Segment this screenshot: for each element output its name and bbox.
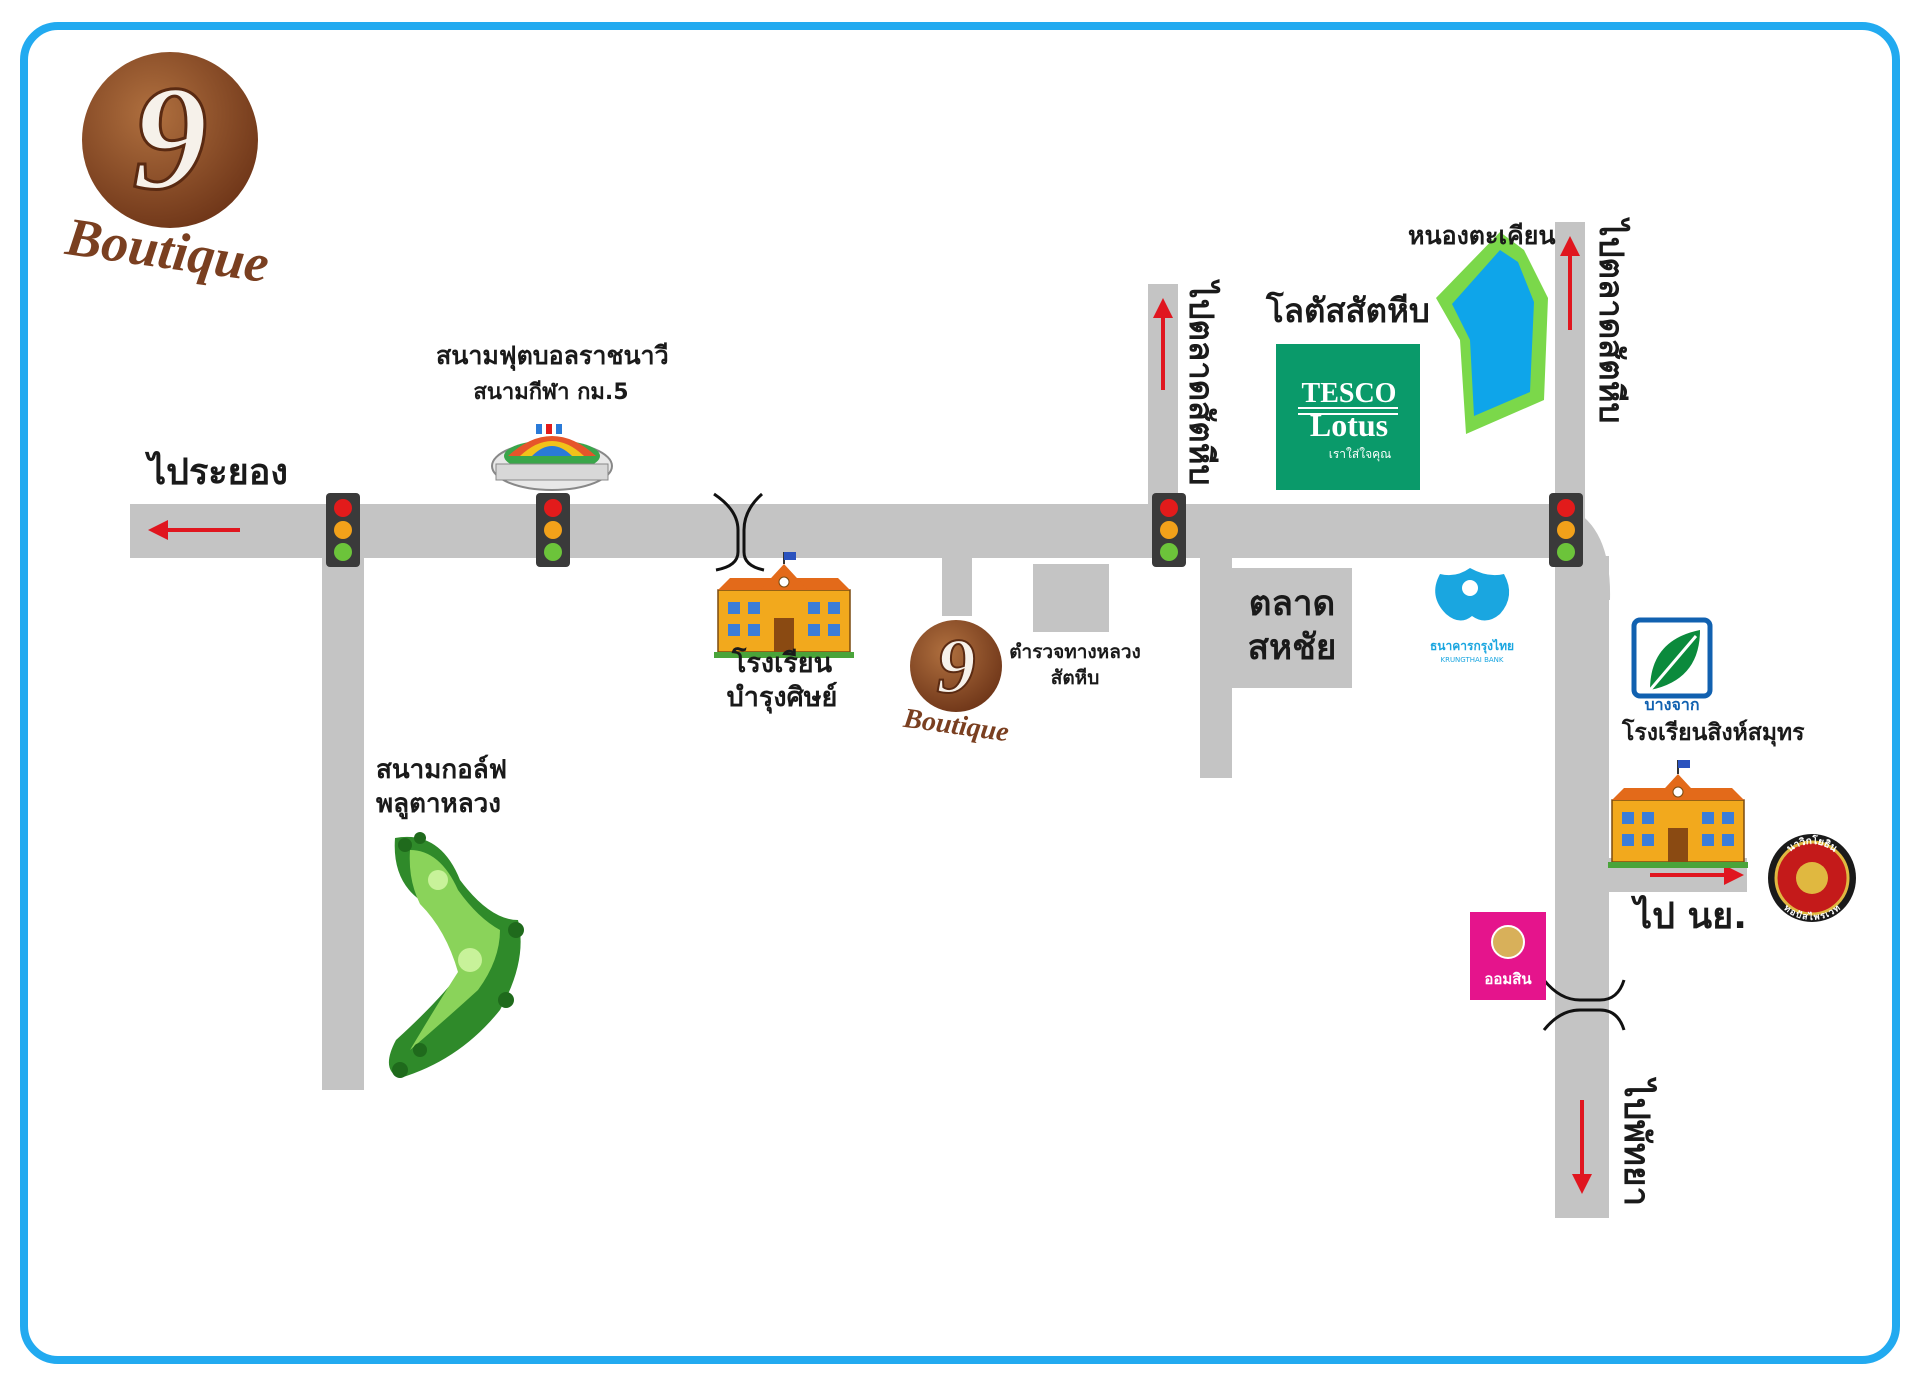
road-hotel-spur — [942, 558, 972, 616]
label-to-ny: ไป นย. — [1634, 896, 1747, 937]
golf-course-icon — [388, 832, 524, 1078]
tesco-line2: Lotus — [1310, 407, 1388, 443]
label-golf-course-1: สนามกอล์ฟ — [376, 755, 508, 785]
tesco-lotus-logo: TESCO Lotus เราใส่ใจคุณ — [1276, 344, 1420, 490]
school-icon — [1608, 760, 1748, 868]
label-lotus-sattahip: โลตัสสัตหีบ — [1266, 291, 1430, 330]
gsb-bank-logo: ออมสิน — [1470, 912, 1546, 1000]
gsb-name: ออมสิน — [1484, 970, 1532, 988]
label-sahachai-market-1: ตลาด — [1248, 584, 1336, 624]
tesco-tagline: เราใส่ใจคุณ — [1329, 447, 1392, 462]
marine-emblem-logo: นาวิกโยธิน ทอปัสไพรเวท — [1768, 834, 1856, 923]
traffic-light-icon — [1152, 493, 1186, 567]
bridge-icon — [713, 492, 765, 572]
school-icon — [714, 552, 854, 658]
ktb-en-name: KRUNGTHAI BANK — [1440, 656, 1503, 664]
label-school-bamrungsit-1: โรงเรียน — [731, 648, 833, 679]
main-road — [130, 504, 1585, 558]
label-singsamut-school: โรงเรียนสิงห์สมุทร — [1622, 720, 1805, 746]
label-sahachai-market-2: สหชัย — [1247, 628, 1337, 668]
label-to-sattahip-market-right: ไปตลาดสัตหีบ — [1592, 220, 1631, 424]
logo-numeral-small: 9 — [937, 622, 976, 709]
label-to-pattaya: ไปพัทยา — [1616, 1080, 1656, 1207]
traffic-light-icon — [536, 493, 570, 567]
road-sahachai — [1200, 558, 1232, 778]
label-to-rayong: ไประยอง — [148, 452, 288, 493]
label-golf-course-2: พลูตาหลวง — [376, 789, 501, 819]
hotel-location-marker: 9 Boutique — [901, 620, 1011, 748]
traffic-light-icon — [1549, 493, 1583, 567]
pond-icon — [1436, 232, 1548, 434]
label-stadium-name: สนามฟุตบอลราชนาวี — [436, 341, 669, 370]
krungthai-bank-logo: ธนาคารกรุงไทย KRUNGTHAI BANK — [1430, 568, 1514, 664]
label-to-sattahip-market-left: ไปตลาดสัตหีบ — [1182, 282, 1221, 486]
police-block — [1033, 564, 1109, 632]
label-highway-police-2: สัตหีบ — [1050, 667, 1100, 689]
bridge-icon — [1542, 979, 1626, 1031]
bangchak-logo: บางจาก — [1631, 617, 1713, 714]
tesco-line1: TESCO — [1302, 378, 1397, 409]
bangchak-name: บางจาก — [1645, 695, 1700, 714]
road-golf — [322, 558, 364, 1090]
label-highway-police-1: ตำรวจทางหลวง — [1009, 641, 1141, 663]
label-school-bamrungsit-2: บำรุงศิษย์ — [726, 682, 838, 713]
logo-numeral-large: 9 — [133, 55, 208, 221]
traffic-light-icon — [326, 493, 360, 567]
stadium-icon — [491, 424, 613, 491]
label-nong-takhian: หนองตะเคียน — [1408, 221, 1556, 250]
sahachai-market-block — [1232, 568, 1352, 688]
ktb-thai-name: ธนาคารกรุงไทย — [1430, 638, 1514, 654]
arrows — [148, 236, 1744, 1194]
label-stadium-km5: สนามกีฬา กม.5 — [473, 380, 629, 405]
